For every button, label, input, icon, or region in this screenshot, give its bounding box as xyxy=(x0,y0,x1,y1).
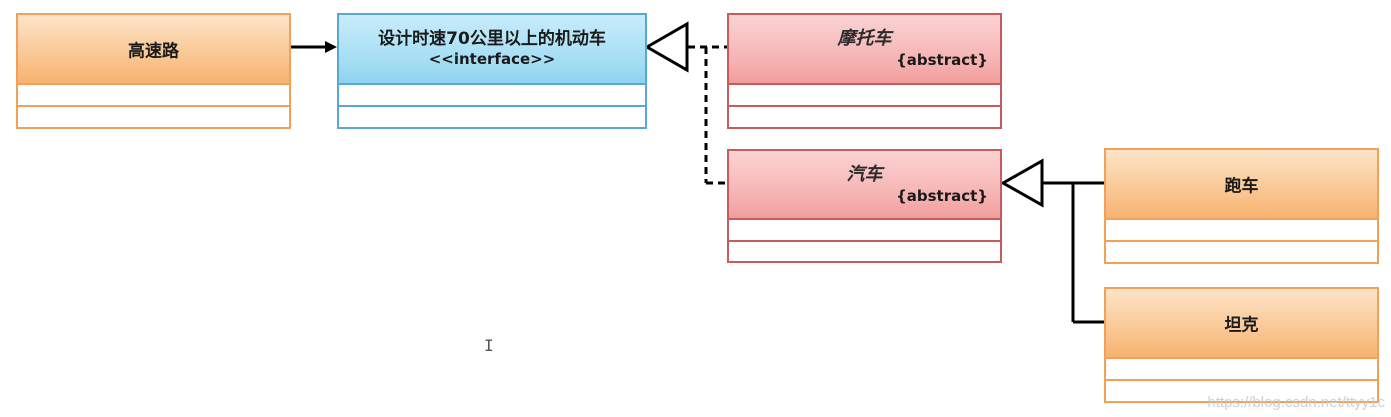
class-vehicle-interface-header: 设计时速70公里以上的机动车 <<interface>> xyxy=(339,15,645,83)
class-tank-header: 坦克 xyxy=(1106,289,1377,357)
class-tank[interactable]: 坦克 xyxy=(1104,287,1379,403)
class-sports-car-header: 跑车 xyxy=(1106,150,1377,218)
class-motorcycle-title: 摩托车 xyxy=(837,28,892,49)
class-vehicle-interface[interactable]: 设计时速70公里以上的机动车 <<interface>> xyxy=(337,13,647,129)
class-sports-car[interactable]: 跑车 xyxy=(1104,148,1379,264)
class-vehicle-interface-methods xyxy=(339,105,645,127)
class-tank-title: 坦克 xyxy=(1224,315,1259,336)
class-sports-car-title: 跑车 xyxy=(1224,176,1259,197)
watermark: https://blog.csdn.net/ttyy1c xyxy=(1207,394,1385,411)
class-car-attributes xyxy=(729,218,1000,240)
class-motorcycle-header: 摩托车 {abstract} xyxy=(729,15,1000,83)
interface-stereotype: <<interface>> xyxy=(428,50,556,68)
class-highway-methods xyxy=(18,105,289,127)
class-motorcycle-abstract-tag: {abstract} xyxy=(896,51,988,69)
text-cursor-icon: I xyxy=(484,336,494,355)
class-car[interactable]: 汽车 {abstract} xyxy=(727,149,1002,263)
class-motorcycle-methods xyxy=(729,105,1000,127)
class-sports-car-methods xyxy=(1106,240,1377,262)
class-vehicle-interface-title: 设计时速70公里以上的机动车 xyxy=(378,29,606,49)
class-tank-methods xyxy=(1106,379,1377,401)
class-tank-attributes xyxy=(1106,357,1377,379)
class-highway-attributes xyxy=(18,83,289,105)
class-vehicle-interface-attributes xyxy=(339,83,645,105)
class-highway[interactable]: 高速路 xyxy=(16,13,291,129)
generalization-arrowhead xyxy=(999,158,1044,208)
class-highway-header: 高速路 xyxy=(18,15,289,83)
class-car-abstract-tag: {abstract} xyxy=(896,187,988,205)
class-motorcycle-attributes xyxy=(729,83,1000,105)
class-car-title: 汽车 xyxy=(846,164,883,185)
class-highway-title: 高速路 xyxy=(128,41,179,62)
class-motorcycle[interactable]: 摩托车 {abstract} xyxy=(727,13,1002,129)
class-car-methods xyxy=(729,239,1000,261)
realization-arrowhead xyxy=(643,21,689,73)
class-car-header: 汽车 {abstract} xyxy=(729,151,1000,218)
class-sports-car-attributes xyxy=(1106,218,1377,240)
association-arrowhead xyxy=(325,41,337,53)
